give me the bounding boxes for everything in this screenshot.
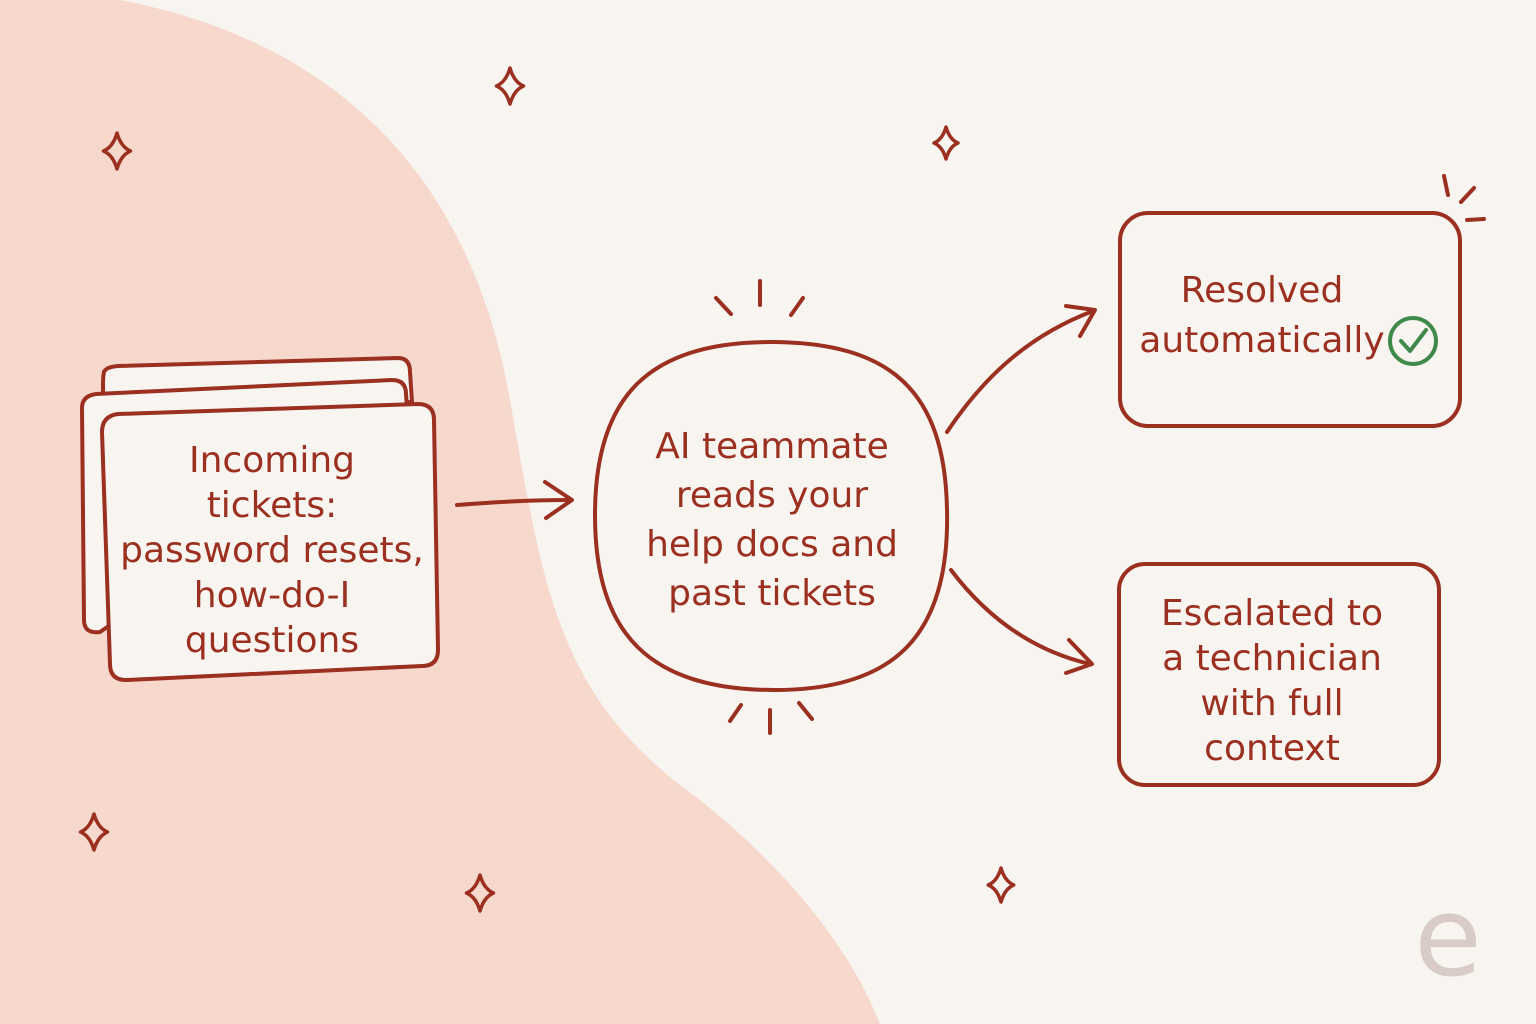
incoming-label-line: Incoming — [189, 440, 355, 481]
background-blob — [0, 0, 880, 1024]
sparkle-icon — [986, 866, 1016, 904]
logo-letter: e — [1414, 873, 1482, 1001]
incoming-label-line: how-do-I — [194, 575, 350, 616]
sparkle-icon — [78, 66, 1016, 913]
ai-label-line: reads your — [676, 475, 868, 516]
incoming-tickets-stack — [80, 356, 440, 682]
sparkle-icon — [464, 873, 496, 913]
ticket-card-front — [100, 402, 440, 682]
resolved-label: Resolved automatically — [1139, 270, 1384, 361]
ai-label-line: AI teammate — [655, 426, 888, 467]
incoming-label-line: password resets, — [120, 530, 424, 571]
escalated-label-line: context — [1204, 728, 1340, 769]
escalated-label-line: a technician — [1162, 638, 1382, 679]
burst-lines — [1442, 174, 1486, 222]
emphasis-lines-bottom — [728, 701, 814, 735]
escalated-label-line: with full — [1200, 683, 1343, 724]
ai-teammate-node — [592, 339, 950, 693]
check-circle-icon — [1388, 316, 1438, 366]
sparkle-icon — [494, 66, 526, 106]
ai-label-line: past tickets — [668, 573, 876, 614]
sparkle-icon — [932, 125, 960, 161]
ai-label-line: help docs and — [646, 524, 898, 565]
resolved-label-line: automatically — [1139, 320, 1384, 361]
escalated-label-line: Escalated to — [1161, 593, 1383, 634]
emphasis-lines-top — [714, 279, 805, 317]
resolved-label-line: Resolved — [1181, 270, 1344, 311]
ai-teammate-label: AI teammate reads your help docs and past t… — [646, 426, 898, 614]
escalated-box — [1117, 562, 1441, 787]
incoming-label-line: tickets: — [207, 485, 338, 526]
arrow-to-escalated — [949, 568, 1094, 675]
arrow-to-resolved — [945, 304, 1097, 434]
incoming-label-line: questions — [185, 620, 359, 661]
sparkle-icon — [78, 812, 110, 852]
arrow-to-ai — [455, 480, 574, 520]
sparkle-icon — [101, 131, 133, 171]
resolved-box — [1118, 211, 1462, 428]
